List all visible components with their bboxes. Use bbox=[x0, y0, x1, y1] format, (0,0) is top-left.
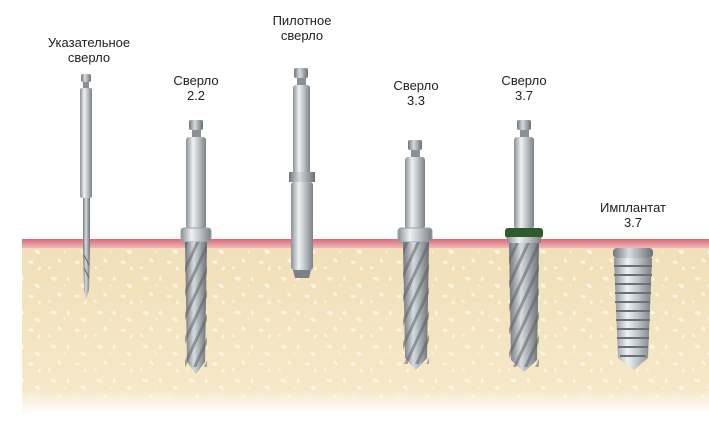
twist-drill-icon bbox=[398, 140, 432, 370]
drill-3-3-label: Сверло 3.3 bbox=[393, 78, 438, 108]
label-line: сверло bbox=[273, 28, 332, 43]
drill-3-7-label: Сверло 3.7 bbox=[501, 73, 546, 103]
label-line: сверло bbox=[48, 50, 130, 65]
label-line: 3.7 bbox=[600, 215, 666, 230]
gum-line bbox=[22, 239, 709, 248]
implant-3-7-label: Имплантат 3.7 bbox=[600, 200, 666, 230]
label-line: Сверло bbox=[173, 73, 218, 88]
pilot-drill-label: Пилотное сверло bbox=[273, 13, 332, 43]
label-line: Указательное bbox=[48, 35, 130, 50]
label-line: Сверло bbox=[393, 78, 438, 93]
label-line: 3.7 bbox=[501, 88, 546, 103]
label-line: Пилотное bbox=[273, 13, 332, 28]
label-line: 3.3 bbox=[393, 93, 438, 108]
bone-texture bbox=[22, 248, 709, 398]
twist-drill-icon bbox=[181, 120, 211, 374]
pointer-drill-label: Указательное сверло bbox=[48, 35, 130, 65]
label-line: Имплантат bbox=[600, 200, 666, 215]
label-line: Сверло bbox=[501, 73, 546, 88]
label-line: 2.2 bbox=[173, 88, 218, 103]
drill-2-2-label: Сверло 2.2 bbox=[173, 73, 218, 103]
implant-icon bbox=[613, 248, 653, 370]
pilot-drill-icon bbox=[289, 68, 315, 278]
twist-drill-icon bbox=[505, 120, 543, 372]
